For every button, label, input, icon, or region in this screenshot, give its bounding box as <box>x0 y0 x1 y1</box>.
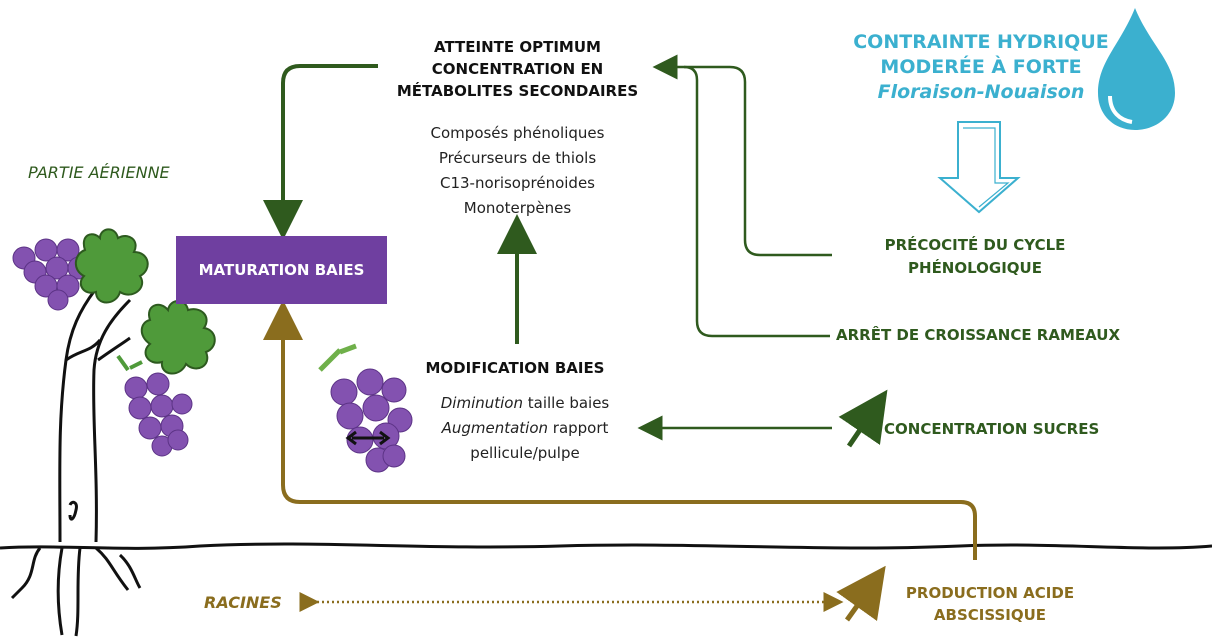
precocite-line-1: PRÉCOCITÉ DU CYCLE <box>884 236 1066 254</box>
optimum-line-3: MÉTABOLITES SECONDAIRES <box>396 82 639 100</box>
sucres-up-arrow <box>838 389 888 448</box>
arrow-acide-to-maturation <box>263 300 977 560</box>
modification-line-3: pellicule/pulpe <box>470 444 580 462</box>
maturation-label: MATURATION BAIES <box>198 261 365 279</box>
modification-details: Diminution taille baies Augmentation rap… <box>420 391 630 466</box>
metabolite-item: Précurseurs de thiols <box>438 149 597 167</box>
modification-line-2-rest: rapport <box>548 419 609 437</box>
sucres-label: CONCENTRATION SUCRES <box>884 420 1100 438</box>
contrainte-hydrique-label: CONTRAINTE HYDRIQUE MODERÉE À FORTE Flor… <box>848 30 1114 105</box>
acide-line-2: ABSCISSIQUE <box>933 606 1047 624</box>
optimum-line-2: CONCENTRATION EN <box>431 60 604 78</box>
precocite-line-2: PHÉNOLOGIQUE <box>908 259 1042 277</box>
vine-trunk-drawing <box>10 269 142 637</box>
contrainte-line-1: CONTRAINTE HYDRIQUE <box>853 31 1109 53</box>
racines-label: RACINES <box>204 593 282 612</box>
water-drop-icon <box>1098 8 1175 130</box>
arrow-arret-to-optimum <box>683 65 830 338</box>
vine-leaf-top-icon <box>74 228 149 304</box>
metabolite-item: C13-norisoprénoides <box>440 174 595 192</box>
contrainte-line-2: MODERÉE À FORTE <box>880 56 1082 78</box>
arret-label: ARRÊT DE CROISSANCE RAMEAUX <box>836 326 1121 344</box>
contrainte-line-3: Floraison-Nouaison <box>877 81 1085 103</box>
grape-cluster-berries-icon <box>318 343 413 473</box>
arrow-optimum-to-maturation <box>263 64 378 240</box>
modification-augmentation: Augmentation <box>441 419 549 437</box>
optimum-line-1: ATTEINTE OPTIMUM <box>434 38 601 56</box>
acide-line-1: PRODUCTION ACIDE <box>905 584 1075 602</box>
acide-abscissique-label: PRODUCTION ACIDE ABSCISSIQUE <box>880 582 1100 626</box>
grape-cluster-middle-icon <box>124 372 193 457</box>
modification-line-1: Diminution taille baies <box>420 391 630 416</box>
modification-title: MODIFICATION BAIES <box>425 359 605 377</box>
modification-diminution: Diminution <box>440 394 523 412</box>
arrow-precocite-to-optimum <box>652 54 832 257</box>
grape-cluster-top-icon <box>12 238 91 311</box>
metabolite-item: Monoterpènes <box>463 199 572 217</box>
maturation-box: MATURATION BAIES <box>176 236 387 304</box>
ground-line <box>0 542 1212 550</box>
acide-up-arrow <box>836 565 886 622</box>
down-arrow-outline-icon <box>937 121 1021 214</box>
metabolite-item: Composés phénoliques <box>430 124 605 142</box>
vine-leaf-middle-icon <box>140 300 216 375</box>
partie-aerienne-label: PARTIE AÉRIENNE <box>28 163 170 182</box>
metabolites-list: Composés phénoliques Précurseurs de thio… <box>400 121 635 221</box>
modification-line-2: Augmentation rapport <box>420 416 630 441</box>
optimum-title: ATTEINTE OPTIMUM CONCENTRATION EN MÉTABO… <box>380 36 655 102</box>
precocite-label: PRÉCOCITÉ DU CYCLE PHÉNOLOGIQUE <box>850 234 1100 280</box>
modification-line-1-rest: taille baies <box>522 394 610 412</box>
